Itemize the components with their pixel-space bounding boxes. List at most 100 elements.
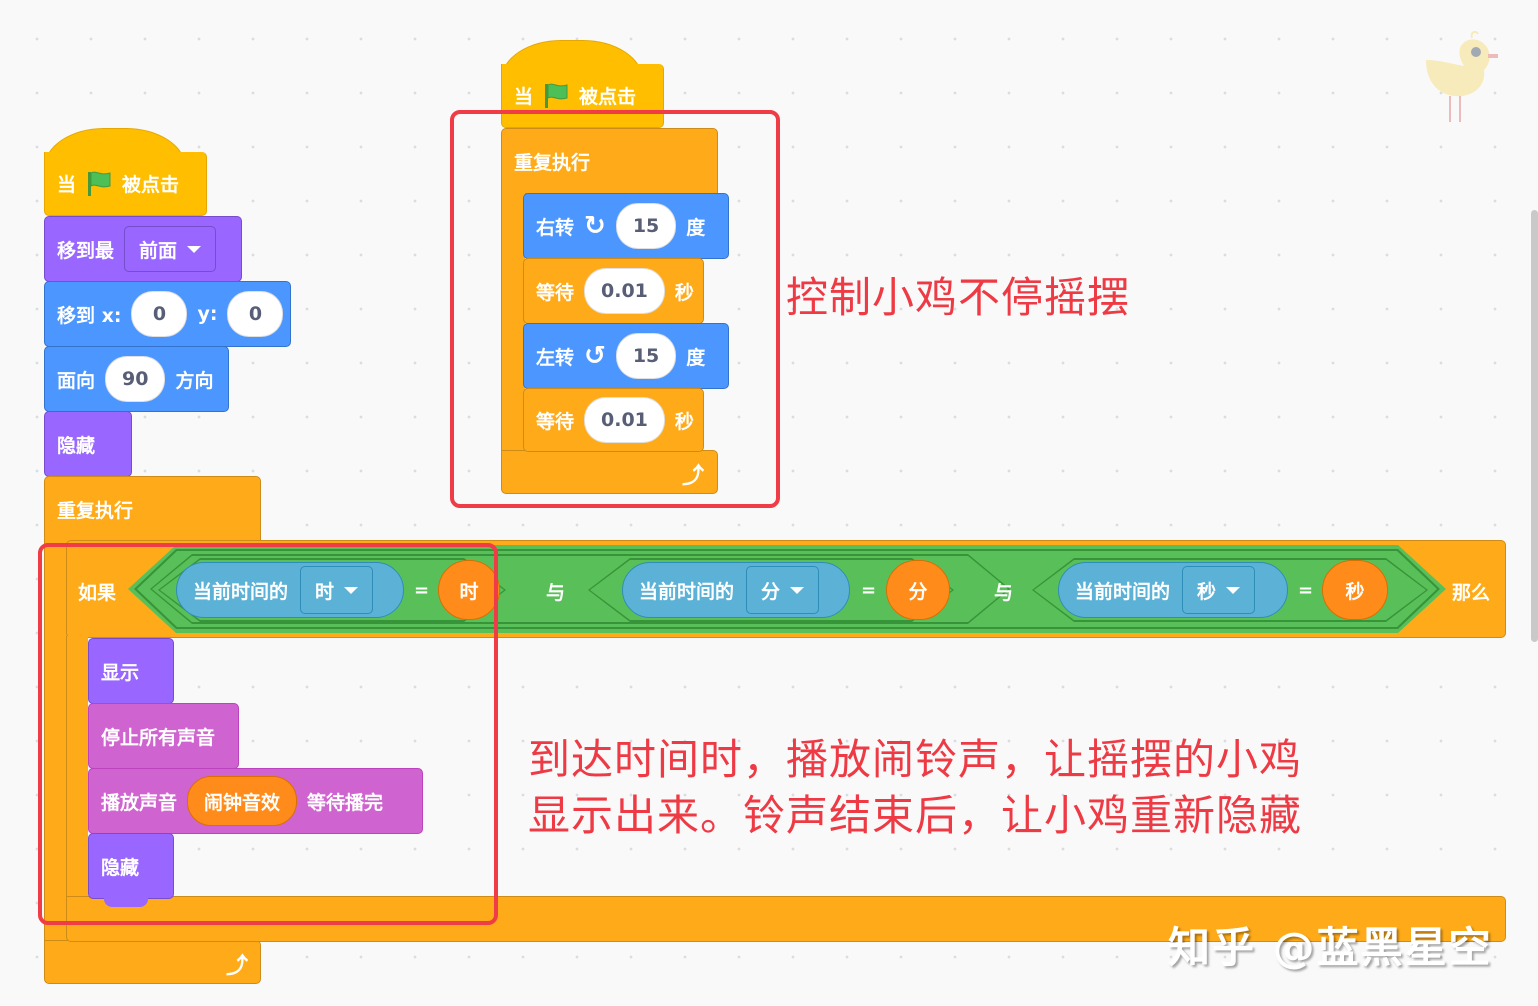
play-sound-until-done-block[interactable]: 播放声音 闹钟音效 等待播完 bbox=[88, 768, 423, 834]
current-time-reporter-1[interactable]: 当前时间的 时 bbox=[176, 562, 404, 618]
turn-right-suffix: 度 bbox=[686, 216, 706, 239]
equals-sign-3: = bbox=[1298, 580, 1314, 601]
hide-label: 隐藏 bbox=[57, 434, 96, 457]
chevron-down-icon bbox=[187, 245, 202, 253]
show-label: 显示 bbox=[101, 661, 140, 684]
minute-variable-reporter[interactable]: 分 bbox=[886, 560, 950, 620]
turn-right-label: 右转 bbox=[536, 216, 575, 239]
block-notch bbox=[104, 897, 148, 907]
rotate-left-icon: ↺ bbox=[584, 341, 606, 371]
turn-right-degrees-input[interactable]: 15 bbox=[615, 203, 677, 249]
stop-all-sounds-label: 停止所有声音 bbox=[101, 726, 216, 749]
sound-name: 闹钟音效 bbox=[204, 791, 281, 814]
rotate-right-icon: ↻ bbox=[584, 211, 606, 241]
hour-variable-reporter[interactable]: 时 bbox=[438, 560, 500, 620]
second-variable-reporter[interactable]: 秒 bbox=[1322, 560, 1388, 620]
stop-all-sounds-block[interactable]: 停止所有声音 bbox=[88, 703, 239, 769]
turn-left-degrees-input[interactable]: 15 bbox=[615, 333, 677, 379]
current-time-reporter-3[interactable]: 当前时间的 秒 bbox=[1058, 562, 1288, 618]
time-unit-dropdown-1[interactable]: 时 bbox=[300, 566, 374, 614]
hide-block-2[interactable]: 隐藏 bbox=[88, 833, 174, 899]
forever-block-2[interactable]: 重复执行 bbox=[501, 128, 718, 194]
wait-seconds-input-2[interactable]: 0.01 bbox=[584, 397, 665, 443]
sound-dropdown[interactable]: 闹钟音效 bbox=[187, 776, 298, 826]
if-arm bbox=[66, 636, 88, 898]
chevron-down-icon bbox=[1226, 586, 1241, 594]
turn-left-block[interactable]: 左转 ↺ 15 度 bbox=[523, 323, 729, 389]
and-label-1: 与 bbox=[546, 582, 566, 604]
layer-dropdown[interactable]: 前面 bbox=[124, 226, 217, 272]
time-unit-value-3: 秒 bbox=[1197, 580, 1217, 603]
time-unit-value-1: 时 bbox=[315, 580, 335, 603]
annotation-swing-text: 控制小鸡不停摇摆 bbox=[786, 273, 1131, 322]
y-input[interactable]: 0 bbox=[227, 291, 284, 337]
direction-suffix: 方向 bbox=[175, 369, 214, 392]
forever-block[interactable]: 重复执行 bbox=[44, 476, 261, 542]
loop-arrow-icon: ⤴ bbox=[226, 954, 249, 979]
current-time-label-3: 当前时间的 bbox=[1075, 580, 1171, 603]
forever-label-2: 重复执行 bbox=[514, 151, 591, 174]
equals-sign-1: = bbox=[414, 580, 430, 601]
x-input[interactable]: 0 bbox=[131, 291, 188, 337]
go-to-xy-block[interactable]: 移到 x: 0 y: 0 bbox=[44, 281, 291, 347]
time-unit-dropdown-3[interactable]: 秒 bbox=[1182, 566, 1256, 614]
time-unit-value-2: 分 bbox=[761, 580, 781, 603]
show-block[interactable]: 显示 bbox=[88, 638, 174, 704]
go-to-layer-label: 移到最 bbox=[57, 239, 115, 262]
forever-bottom bbox=[44, 940, 261, 984]
current-time-label-1: 当前时间的 bbox=[193, 580, 289, 603]
chevron-down-icon bbox=[790, 586, 805, 594]
direction-input[interactable]: 90 bbox=[105, 356, 166, 402]
and-label-2: 与 bbox=[994, 582, 1014, 604]
wait-block-2[interactable]: 等待 0.01 秒 bbox=[523, 388, 704, 452]
forever-arm-2 bbox=[501, 192, 525, 452]
equals-sign-2: = bbox=[861, 580, 877, 601]
wait-label-2: 等待 bbox=[536, 410, 575, 433]
when-flag-clicked-block[interactable]: 当 被点击 bbox=[44, 152, 207, 216]
chick-sprite[interactable] bbox=[1420, 30, 1510, 125]
watermark: 知乎 @蓝黑星空 bbox=[1168, 923, 1493, 972]
turn-left-label: 左转 bbox=[536, 346, 575, 369]
hat-when-label-2: 当 bbox=[514, 86, 534, 108]
when-flag-clicked-block-2[interactable]: 当 被点击 bbox=[501, 64, 664, 128]
chevron-down-icon bbox=[344, 586, 359, 594]
forever-label: 重复执行 bbox=[57, 499, 134, 522]
layer-dropdown-value: 前面 bbox=[139, 239, 178, 262]
vertical-scrollbar[interactable] bbox=[1531, 210, 1538, 642]
y-label: y: bbox=[197, 303, 218, 325]
then-label: 那么 bbox=[1452, 582, 1491, 604]
point-direction-block[interactable]: 面向 90 方向 bbox=[44, 346, 229, 412]
hat-clicked-label-2: 被点击 bbox=[579, 86, 637, 108]
hat-clicked-label: 被点击 bbox=[122, 174, 180, 196]
green-flag-icon bbox=[86, 170, 112, 198]
second-variable-label: 秒 bbox=[1345, 580, 1365, 603]
hide-label-2: 隐藏 bbox=[101, 856, 140, 879]
loop-arrow-icon: ⤴ bbox=[682, 464, 705, 489]
hide-block[interactable]: 隐藏 bbox=[44, 411, 132, 477]
annotation-box-swing bbox=[450, 110, 780, 508]
annotation-box-alarm bbox=[38, 543, 498, 925]
minute-variable-label: 分 bbox=[908, 580, 928, 603]
current-time-label-2: 当前时间的 bbox=[639, 580, 735, 603]
annotation-alarm-line-2: 显示出来。铃声结束后，让小鸡重新隐藏 bbox=[528, 791, 1303, 840]
chick-icon bbox=[1426, 30, 1498, 122]
green-flag-icon bbox=[543, 82, 569, 110]
current-time-reporter-2[interactable]: 当前时间的 分 bbox=[622, 562, 850, 618]
annotation-alarm-line-1: 到达时间时，播放闹铃声，让摇摆的小鸡 bbox=[528, 735, 1303, 784]
play-sound-label: 播放声音 bbox=[101, 791, 178, 814]
hour-variable-label: 时 bbox=[459, 580, 479, 603]
turn-left-suffix: 度 bbox=[686, 346, 706, 369]
wait-block-1[interactable]: 等待 0.01 秒 bbox=[523, 258, 704, 324]
wait-label-1: 等待 bbox=[536, 281, 575, 304]
hat-when-label: 当 bbox=[57, 174, 77, 196]
wait-seconds-input-1[interactable]: 0.01 bbox=[584, 268, 665, 314]
forever-arm bbox=[44, 540, 68, 942]
if-label: 如果 bbox=[78, 582, 117, 604]
wait-suffix-1: 秒 bbox=[674, 281, 694, 304]
turn-right-block[interactable]: 右转 ↻ 15 度 bbox=[523, 193, 729, 259]
point-direction-label: 面向 bbox=[57, 369, 96, 392]
if-bottom bbox=[66, 896, 1506, 942]
wait-suffix-2: 秒 bbox=[674, 410, 694, 433]
time-unit-dropdown-2[interactable]: 分 bbox=[746, 566, 820, 614]
go-to-layer-block[interactable]: 移到最 前面 bbox=[44, 216, 242, 282]
